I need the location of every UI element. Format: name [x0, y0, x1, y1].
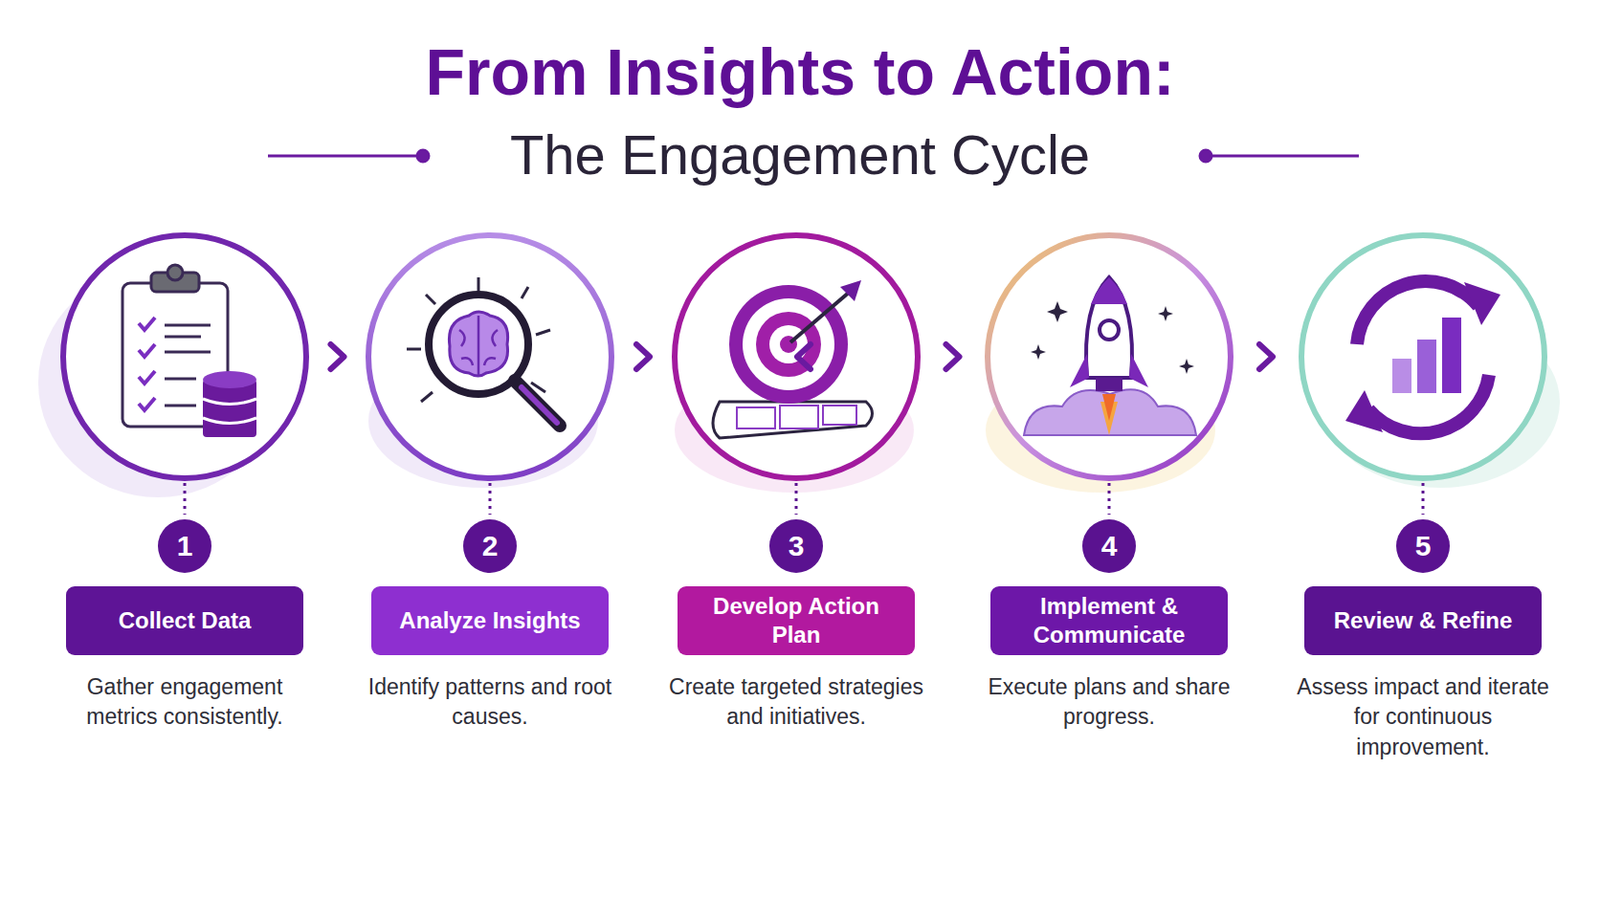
cycle-icon — [1345, 281, 1501, 434]
step-heading: Collect Data — [118, 606, 252, 636]
step-pill: Collect Data — [66, 586, 304, 656]
step-pill: Implement & Communicate — [990, 586, 1228, 656]
connector-line — [318, 355, 1289, 358]
chevron-head — [946, 344, 960, 370]
connector-line — [930, 355, 976, 358]
leader-dots — [184, 483, 1423, 515]
magnifier-icon — [406, 277, 560, 426]
step-description: Assess impact and iterate for continuous… — [1288, 672, 1557, 763]
step-description: Create targeted strategies and initiativ… — [662, 672, 931, 734]
subtitle: The Engagement Cycle — [0, 122, 1600, 187]
connector — [318, 344, 356, 370]
chevron-head — [636, 344, 650, 370]
rocket-icon — [1023, 277, 1197, 436]
chevron-head — [1259, 344, 1273, 370]
connector — [318, 344, 1289, 370]
step-description: Gather engagement metrics consistently. — [50, 672, 319, 734]
step-description: Identify patterns and root causes. — [355, 672, 624, 734]
step-heading: Review & Refine — [1333, 606, 1513, 636]
title: From Insights to Action: — [0, 34, 1600, 110]
chevron-head — [797, 344, 811, 370]
chevron-head — [331, 344, 345, 370]
connector — [930, 344, 976, 370]
step-pill: Analyze Insights — [371, 586, 609, 656]
callout-number: 3 — [769, 519, 823, 574]
step-node: Implement & CommunicateExecute plans and… — [975, 229, 1244, 763]
step-node: Analyze InsightsIdentify patterns and ro… — [355, 229, 624, 763]
connector — [1243, 344, 1289, 370]
step-heading: Develop Action Plan — [690, 592, 902, 650]
callout-number: 1 — [157, 519, 212, 574]
step-heading: Analyze Insights — [399, 606, 580, 636]
database-icon — [202, 371, 257, 438]
step-node: Develop Action PlanCreate targeted strat… — [662, 229, 931, 763]
step-pill: Review & Refine — [1304, 586, 1542, 656]
connector-line — [623, 355, 663, 358]
callout-number: 4 — [1082, 519, 1136, 574]
callout-number: 2 — [463, 519, 517, 574]
step-heading: Implement & Communicate — [1003, 592, 1215, 650]
step-description: Execute plans and share progress. — [975, 672, 1244, 734]
connector-line — [1243, 355, 1289, 358]
step-pill: Develop Action Plan — [677, 586, 915, 656]
connector-line — [318, 355, 356, 358]
target-icon — [712, 280, 873, 439]
step-node: Collect DataGather engagement metrics co… — [50, 229, 319, 763]
step-node: Review & RefineAssess impact and iterate… — [1288, 229, 1557, 763]
step-circle — [63, 235, 1545, 479]
connector — [623, 344, 663, 370]
callout-number: 5 — [1396, 519, 1450, 574]
